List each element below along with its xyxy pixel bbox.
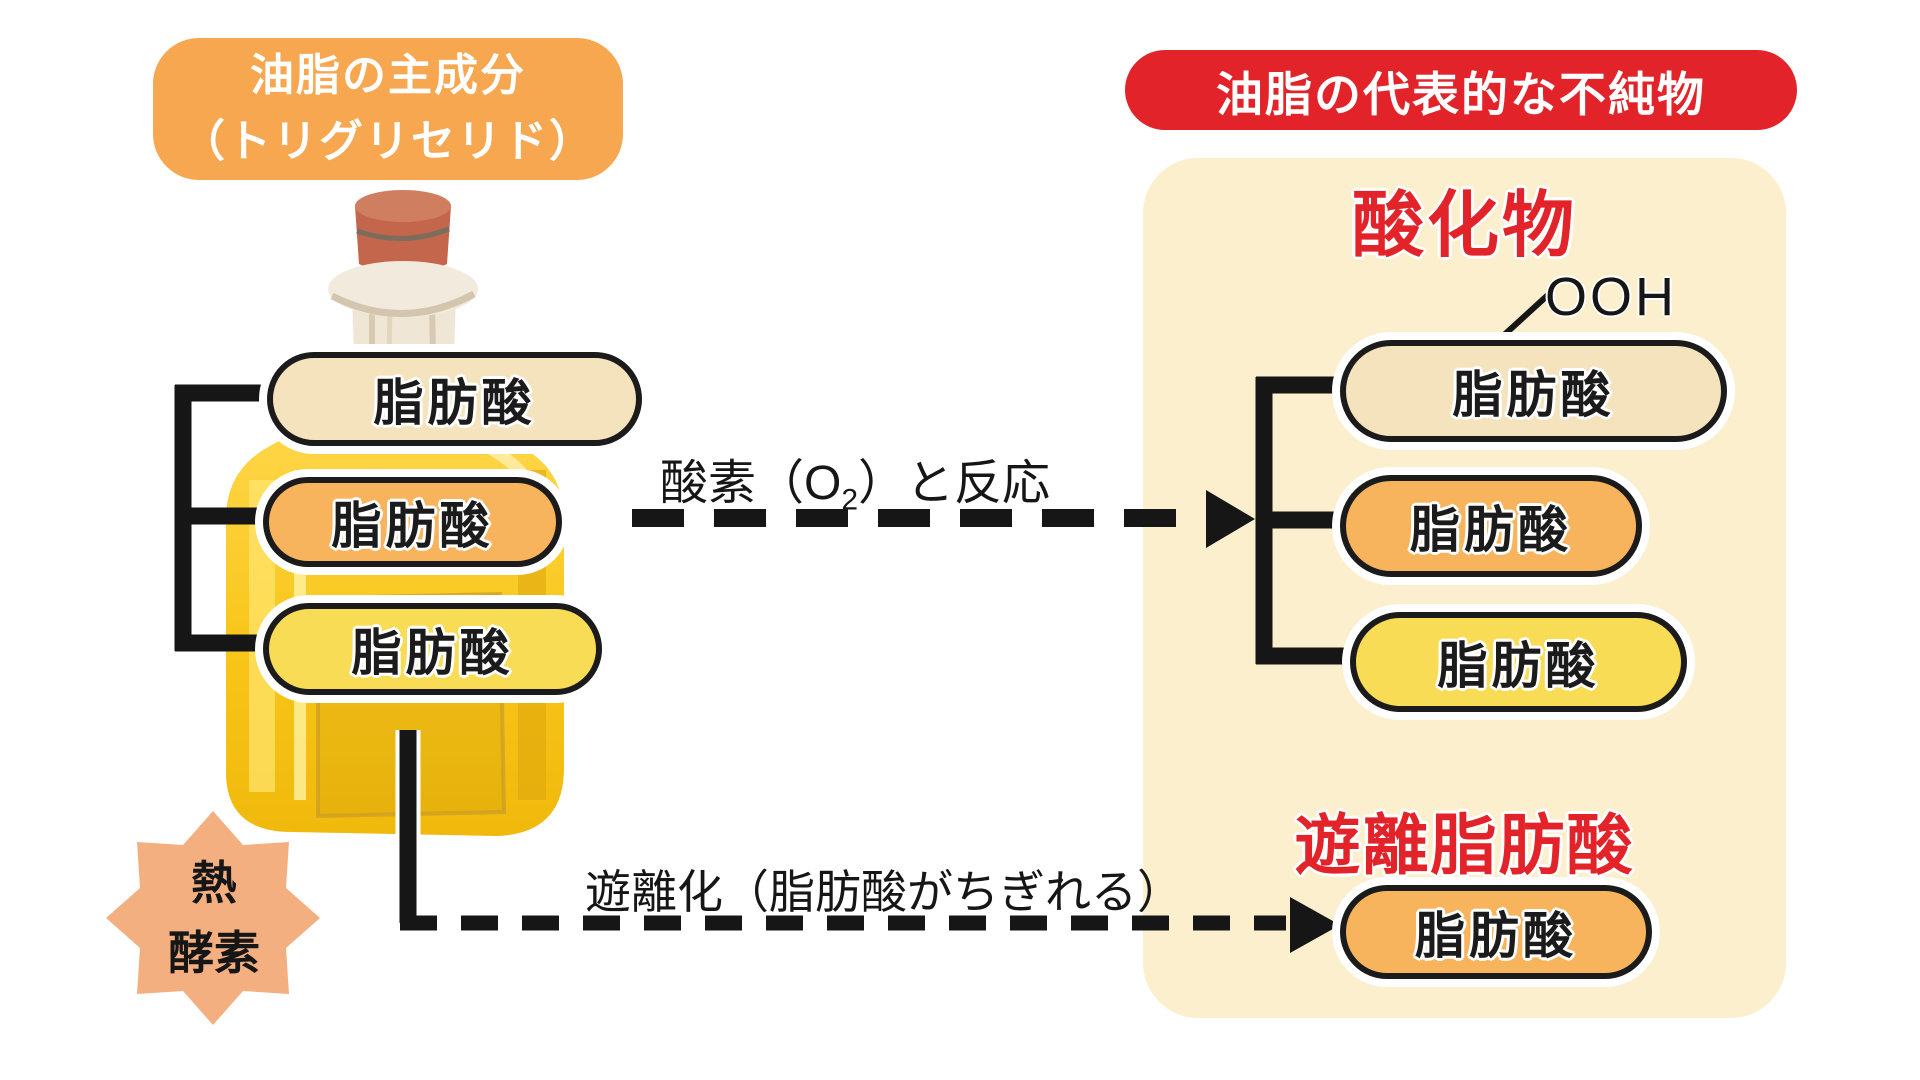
fatty-acid-label: 脂肪酸: [331, 498, 494, 554]
ooh-label: OOH: [1545, 266, 1677, 328]
free-fatty-acid-heading-label: 遊離脂肪酸: [1294, 808, 1635, 882]
ooh-text: OOH: [1545, 267, 1678, 327]
fatty-acid-label: 脂肪酸: [1410, 502, 1572, 558]
fatty-acid-label: 脂肪酸: [1437, 638, 1600, 694]
right-bracket: [1255, 376, 1355, 665]
free-fatty-acid-pill: 脂肪酸: [1340, 885, 1652, 979]
oxide-fatty-acid-pill-3: 脂肪酸: [1350, 612, 1687, 712]
liberation-label-text: 遊離化（脂肪酸がちぎれる）: [585, 866, 1183, 918]
free-fatty-acid-heading: 遊離脂肪酸: [1143, 792, 1786, 888]
ooh-pointer-line: [1489, 291, 1552, 349]
fatty-acid-label: 脂肪酸: [1452, 367, 1615, 423]
starburst-shape: [106, 811, 320, 1025]
liberation-arrow: [395, 730, 1340, 953]
left-bracket: [174, 384, 272, 652]
liberation-arrow-label: 遊離化（脂肪酸がちぎれる）: [585, 856, 1183, 922]
oxide-heading-label: 酸化物: [1351, 186, 1577, 266]
oxygen-arrow: [632, 490, 1255, 548]
impurities-panel: [1143, 158, 1786, 1018]
fatty-acid-label: 脂肪酸: [1415, 908, 1577, 964]
left-fatty-acid-pill-2: 脂肪酸: [263, 477, 562, 567]
oxygen-label-subscript: 2: [841, 483, 859, 517]
oxide-fatty-acid-pill-2: 脂肪酸: [1340, 475, 1642, 577]
enzyme-label: 酵素: [168, 927, 260, 979]
oxygen-arrow-label: 酸素（O2）と反応: [660, 443, 1050, 518]
fatty-acid-label: 脂肪酸: [351, 625, 514, 681]
main-component-line2: （トリグリセリド）: [181, 117, 595, 166]
heat-label: 熱: [191, 857, 237, 909]
left-fatty-acid-pill-3: 脂肪酸: [263, 603, 602, 695]
starburst-label: 熱 酵素: [128, 848, 300, 988]
oxide-heading: 酸化物: [1143, 166, 1786, 271]
fatty-acid-label: 脂肪酸: [373, 375, 536, 431]
impurities-badge-label: 油脂の代表的な不純物: [1216, 67, 1706, 121]
oxide-fatty-acid-pill-1: 脂肪酸: [1340, 340, 1727, 442]
main-component-line1: 油脂の主成分: [250, 51, 526, 100]
impurities-badge: 油脂の代表的な不純物: [1125, 50, 1797, 130]
oxygen-label-prefix: 酸素（O: [660, 457, 842, 510]
main-component-badge: 油脂の主成分 （トリグリセリド）: [153, 38, 623, 180]
oxygen-label-suffix: ）と反応: [858, 457, 1051, 510]
left-fatty-acid-pill-1: 脂肪酸: [267, 352, 642, 446]
